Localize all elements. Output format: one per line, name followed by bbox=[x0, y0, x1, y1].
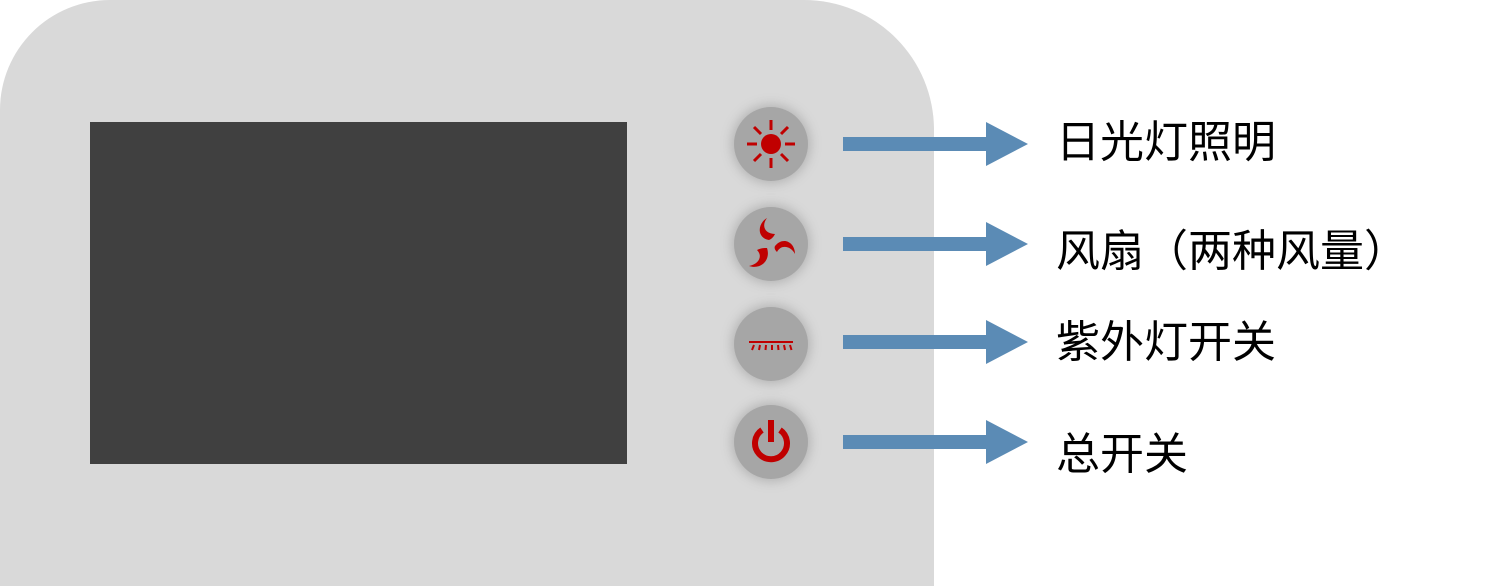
fan-button[interactable] bbox=[734, 207, 808, 281]
arrow-lamp bbox=[843, 122, 1028, 166]
arrow-power bbox=[843, 420, 1028, 464]
uv-lamp-label: 紫外灯开关 bbox=[1056, 317, 1276, 368]
lamp-button[interactable] bbox=[734, 107, 808, 181]
uv-lamp-button[interactable] bbox=[734, 307, 808, 381]
arrow-uv-lamp bbox=[843, 320, 1028, 364]
uv-lamp-icon bbox=[749, 341, 793, 351]
fan-icon bbox=[749, 218, 795, 267]
lamp-label: 日光灯照明 bbox=[1056, 117, 1276, 168]
sun-icon bbox=[747, 120, 795, 168]
power-icon bbox=[752, 420, 790, 463]
fan-label: 风扇（两种风量） bbox=[1056, 226, 1408, 277]
display-screen bbox=[90, 122, 627, 464]
power-label: 总开关 bbox=[1056, 429, 1188, 480]
arrow-fan bbox=[843, 222, 1028, 266]
power-button[interactable] bbox=[734, 405, 808, 479]
